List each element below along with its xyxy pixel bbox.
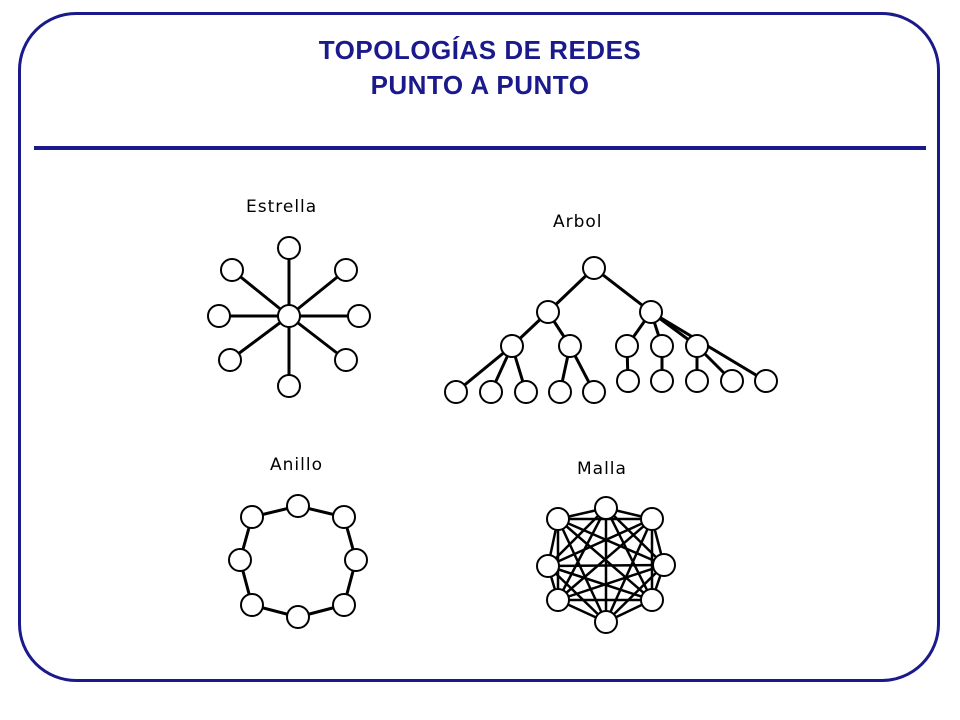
star-node (207, 304, 231, 328)
tree-node (536, 300, 560, 324)
tree-node (548, 380, 572, 404)
ring-node (240, 593, 264, 617)
mesh-link (604, 518, 654, 623)
star-link (288, 268, 347, 318)
mesh-link (547, 564, 653, 602)
star-topology (207, 236, 371, 398)
star-node (347, 304, 371, 328)
tree-node (685, 334, 709, 358)
star-node (277, 236, 301, 260)
star-node (218, 348, 242, 372)
tree-node (582, 256, 606, 280)
mesh-topology (536, 496, 676, 634)
mesh-node (536, 554, 560, 578)
label-arbol: Arbol (553, 212, 603, 232)
tree-node (754, 369, 778, 393)
tree-node (479, 380, 503, 404)
label-anillo: Anillo (270, 455, 323, 475)
ring-node (286, 605, 310, 629)
tree-node (514, 380, 538, 404)
mesh-node (640, 588, 664, 612)
mesh-link (557, 517, 665, 567)
ring-node (240, 505, 264, 529)
star-link (288, 314, 347, 362)
star-link (229, 314, 290, 362)
star-node (334, 258, 358, 282)
tree-node (720, 369, 744, 393)
label-malla: Malla (577, 459, 627, 479)
tree-node (650, 334, 674, 358)
mesh-link (556, 518, 608, 623)
mesh-link (557, 518, 653, 601)
mesh-link (547, 563, 665, 568)
title-divider (34, 146, 926, 150)
mesh-node (546, 507, 570, 531)
mesh-node (594, 610, 618, 634)
ring-node (344, 548, 368, 572)
star-hub-node (277, 304, 301, 328)
slide-title: TOPOLOGÍAS DE REDES (318, 35, 642, 65)
tree-node (558, 334, 582, 358)
label-estrella: Estrella (246, 197, 317, 217)
tree-node (616, 369, 640, 393)
ring-node (286, 494, 310, 518)
tree-link (593, 266, 652, 314)
mesh-node (546, 588, 570, 612)
mesh-link (605, 507, 665, 566)
tree-node (615, 334, 639, 358)
mesh-node (652, 553, 676, 577)
star-node (220, 258, 244, 282)
mesh-node (640, 507, 664, 531)
star-link (231, 268, 290, 318)
tree-node (685, 369, 709, 393)
tree-node (500, 334, 524, 358)
star-node (277, 374, 301, 398)
ring-node (228, 548, 252, 572)
mesh-link (547, 517, 653, 568)
ring-topology (228, 494, 368, 629)
star-node (334, 348, 358, 372)
ring-node (332, 593, 356, 617)
tree-link (455, 344, 513, 394)
slide-subtitle: PUNTO A PUNTO (370, 70, 590, 100)
ring-node (332, 505, 356, 529)
slide-frame (18, 12, 940, 682)
tree-node (444, 380, 468, 404)
tree-node (639, 300, 663, 324)
tree-node (582, 380, 606, 404)
mesh-node (594, 496, 618, 520)
tree-topology (444, 256, 778, 404)
tree-node (650, 369, 674, 393)
